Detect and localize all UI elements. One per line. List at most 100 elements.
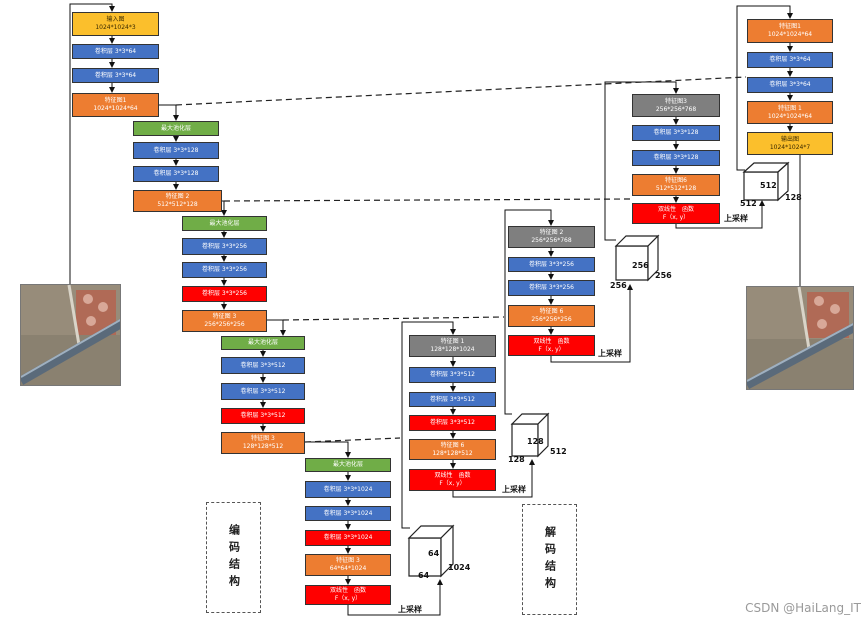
feature-map-3: 特征图 3 256*256*256 — [182, 310, 267, 332]
cube-256-front: 256 — [632, 261, 649, 270]
upsample-label-3: 上采样 — [598, 349, 622, 358]
input-image-size: 1024*1024*3 — [95, 24, 136, 31]
decoder-3-bilinear: 双线性 函数 F（x, y） — [632, 203, 720, 224]
decoder-1-feature-map: 特征图 1 128*128*1024 — [409, 335, 496, 357]
decoder-2-fmap6: 特征图 6 256*256*256 — [508, 305, 595, 327]
decoder-1-conv-a: 卷积层 3*3*512 — [409, 367, 496, 383]
cube-512-side: 128 — [785, 193, 802, 202]
decoder-1-bilinear-formula: F（x, y） — [439, 480, 466, 487]
conv-box-4c: 卷积层 3*3*512 — [221, 408, 305, 424]
upsample-label-2: 上采样 — [502, 485, 526, 494]
upsample-label-1: 上采样 — [398, 605, 422, 614]
cube-128 — [510, 412, 550, 458]
input-image-title: 输入图 — [106, 16, 125, 23]
encoder-structure-box: 编码结构 — [206, 502, 261, 613]
decoder-1-title: 特征图 1 — [440, 338, 465, 345]
decoder-3-bilinear-title: 双线性 函数 — [657, 205, 694, 213]
feature-map-2-title: 特征图 2 — [165, 193, 190, 200]
feature-map-1-title: 特征图1 — [104, 97, 127, 104]
conv-box-3b: 卷积层 3*3*256 — [182, 262, 267, 278]
cube-256 — [614, 234, 660, 282]
upsample-label-4: 上采样 — [724, 214, 748, 223]
conv-box-5c: 卷积层 3*3*1024 — [305, 530, 391, 546]
feature-map-1: 特征图1 1024*1024*64 — [72, 93, 159, 117]
input-image-box: 输入图 1024*1024*3 — [72, 12, 159, 36]
decoder-3-conv-b: 卷积层 3*3*128 — [632, 150, 720, 166]
cube-256-bottom: 256 — [610, 281, 627, 290]
conv-box-1b: 卷积层 3*3*64 — [72, 68, 159, 83]
decoder-2-size: 256*256*768 — [531, 237, 572, 244]
conv-box-1a: 卷积层 3*3*64 — [72, 44, 159, 59]
feature-map-5: 特征图 3 64*64*1024 — [305, 554, 391, 576]
decoder-1-fmap6-size: 128*128*512 — [432, 449, 473, 457]
top-fmap-b-size: 1024*1024*64 — [767, 112, 813, 120]
top-feature-map-b: 特征图 1 1024*1024*64 — [747, 101, 833, 124]
bilinear-5-title: 双线性 函数 — [329, 587, 366, 594]
output-image-size: 1024*1024*7 — [769, 143, 811, 151]
decoder-2-bilinear-title: 双线性 函数 — [533, 337, 570, 345]
decoder-3-fmap6-title: 特征图6 — [665, 177, 687, 184]
decoder-3-bilinear-formula: F（x, y） — [662, 213, 690, 221]
decoder-1-bilinear: 双线性 函数 F（x, y） — [409, 469, 496, 491]
decoder-1-conv-c: 卷积层 3*3*512 — [409, 415, 496, 431]
top-fmap-a-title: 特征图1 — [779, 23, 801, 30]
conv-box-3c: 卷积层 3*3*256 — [182, 286, 267, 302]
cube-512-front: 512 — [760, 181, 777, 190]
cube-512-bottom: 512 — [740, 199, 757, 208]
max-pool-4: 最大池化层 — [305, 458, 391, 472]
feature-map-5-title: 特征图 3 — [336, 557, 360, 564]
decoder-1-conv-b: 卷积层 3*3*512 — [409, 392, 496, 407]
cube-512 — [742, 161, 790, 202]
decoder-3-size: 256*256*768 — [655, 105, 697, 113]
decoder-1-bilinear-title: 双线性 函数 — [434, 472, 471, 479]
decoder-2-fmap6-size: 256*256*256 — [531, 316, 572, 323]
cube-64-bottom: 64 — [418, 571, 430, 580]
top-conv-a: 卷积层 3*3*64 — [747, 52, 833, 68]
feature-map-5-size: 64*64*1024 — [329, 565, 367, 572]
cube-64-front: 64 — [428, 549, 440, 558]
max-pool-1: 最大池化层 — [133, 121, 219, 136]
decoder-2-feature-map: 特征图 2 256*256*768 — [508, 226, 595, 248]
decoder-2-bilinear-formula: F（x, y） — [538, 345, 565, 353]
top-fmap-b-title: 特征图 1 — [778, 104, 802, 112]
feature-map-3-title: 特征图 3 — [212, 313, 237, 320]
watermark: CSDN @HaiLang_IT — [745, 601, 861, 615]
cube-64-side: 1024 — [448, 563, 471, 572]
conv-box-5b: 卷积层 3*3*1024 — [305, 506, 391, 521]
decoder-2-conv-a: 卷积层 3*3*256 — [508, 257, 595, 272]
feature-map-1-size: 1024*1024*64 — [93, 105, 138, 112]
decoder-2-bilinear: 双线性 函数 F（x, y） — [508, 335, 595, 356]
bilinear-box-5: 双线性 函数 F（x, y） — [305, 585, 391, 605]
conv-box-4a: 卷积层 3*3*512 — [221, 357, 305, 374]
output-image-title: 输出图 — [780, 135, 799, 143]
top-fmap-a-size: 1024*1024*64 — [767, 31, 813, 38]
decoder-3-conv-a: 卷积层 3*3*128 — [632, 125, 720, 141]
feature-map-2-size: 512*512*128 — [157, 201, 198, 208]
decoder-2-fmap6-title: 特征图 6 — [539, 308, 564, 315]
encoder-structure-label: 编码结构 — [227, 523, 241, 592]
conv-box-5a: 卷积层 3*3*1024 — [305, 481, 391, 498]
decoder-2-title: 特征图 2 — [539, 229, 564, 236]
bilinear-5-formula: F（x, y） — [334, 595, 362, 602]
input-photo — [20, 284, 121, 386]
conv-box-4b: 卷积层 3*3*512 — [221, 383, 305, 400]
cube-128-side: 512 — [550, 447, 567, 456]
cube-128-bottom: 128 — [508, 455, 525, 464]
decoder-1-fmap6-title: 特征图 6 — [440, 441, 465, 449]
cube-256-side: 256 — [655, 271, 672, 280]
max-pool-3: 最大池化层 — [221, 336, 305, 350]
decoder-3-fmap6-size: 512*512*128 — [655, 185, 697, 192]
decoder-structure-label: 解码结构 — [543, 525, 557, 594]
feature-map-3-size: 256*256*256 — [204, 321, 245, 328]
conv-box-2b: 卷积层 3*3*128 — [133, 166, 219, 182]
decoder-2-conv-b: 卷积层 3*3*256 — [508, 280, 595, 296]
feature-map-4: 特征图 3 128*128*512 — [221, 432, 305, 454]
top-feature-map-a: 特征图1 1024*1024*64 — [747, 19, 833, 43]
top-conv-b: 卷积层 3*3*64 — [747, 77, 833, 93]
cube-128-front: 128 — [527, 437, 544, 446]
output-image-box: 输出图 1024*1024*7 — [747, 132, 833, 155]
cube-64 — [407, 524, 455, 578]
output-photo — [746, 286, 854, 390]
feature-map-2: 特征图 2 512*512*128 — [133, 190, 222, 212]
